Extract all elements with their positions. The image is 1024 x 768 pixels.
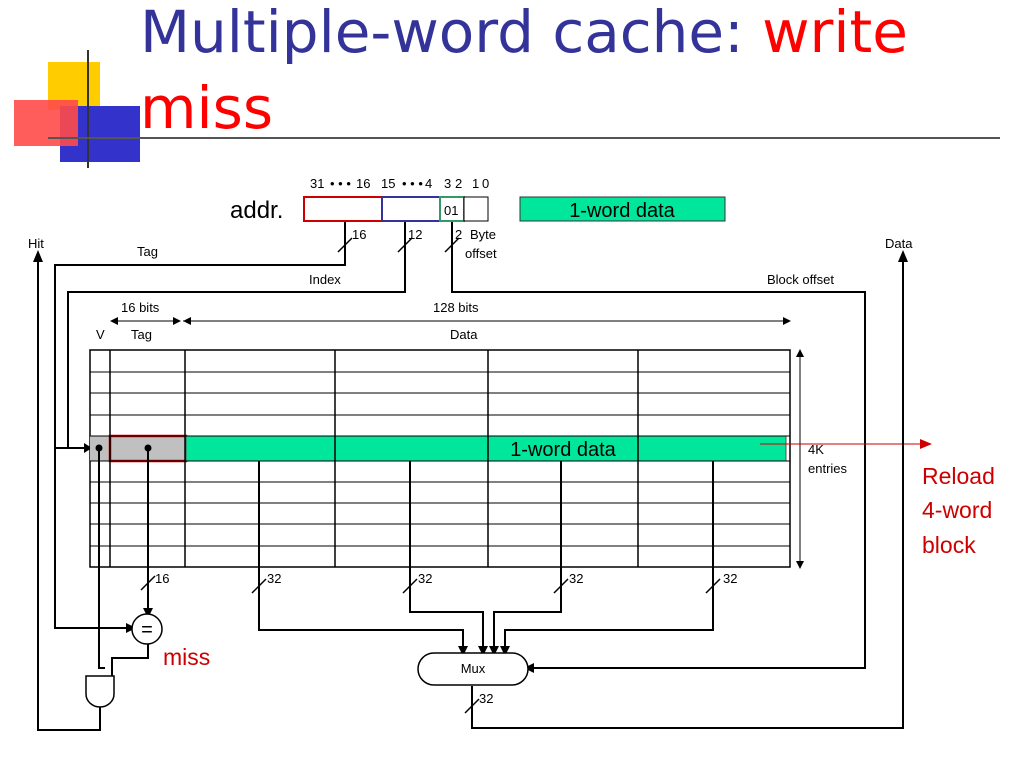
byte-offset-field	[463, 196, 489, 222]
tag-header: Tag	[131, 327, 152, 342]
bit-3: 3	[444, 176, 451, 191]
entries-count: 4K	[808, 442, 824, 457]
entries-label: entries	[808, 461, 848, 476]
bit-15: 15	[381, 176, 395, 191]
word3-bus-width: 32	[723, 571, 737, 586]
word0-bus-width: 32	[267, 571, 281, 586]
word2-bus-width: 32	[569, 571, 583, 586]
index-field	[381, 196, 441, 222]
valid-header: V	[96, 327, 105, 342]
miss-label: miss	[163, 644, 210, 670]
selected-row-data-label: 1-word data	[510, 439, 616, 461]
bit-31: 31	[310, 176, 324, 191]
bit-1: 1	[472, 176, 479, 191]
byte-offset-label-2: offset	[465, 246, 497, 261]
title-miss: miss	[140, 74, 274, 142]
tag-width-label: 16	[352, 227, 366, 242]
mux	[417, 652, 529, 686]
block-offset-value: 01	[444, 203, 458, 218]
bus-slashes-top	[337, 237, 460, 253]
byte-offset-label-1: Byte	[470, 227, 496, 242]
mux-label: Mux	[461, 661, 486, 676]
block-offset-signal-label: Block offset	[767, 272, 834, 287]
data-header: Data	[450, 327, 478, 342]
address-label: addr.	[230, 197, 283, 224]
hit-label: Hit	[28, 236, 44, 251]
tag-signal-label: Tag	[137, 244, 158, 259]
mux-out-width: 32	[479, 691, 493, 706]
and-gate	[85, 675, 115, 708]
bus-slashes-bottom	[140, 575, 721, 714]
reload-line-1: Reload	[922, 463, 995, 489]
bit-16: 16	[356, 176, 370, 191]
tag-bus-width: 16	[155, 571, 169, 586]
comparator-symbol: =	[141, 619, 153, 641]
data-width-annotation: 128 bits	[433, 300, 479, 315]
comparator	[131, 613, 163, 645]
word1-bus-width: 32	[418, 571, 432, 586]
slide-title: Multiple-word cache: write miss	[140, 0, 908, 146]
title-main: Multiple-word cache:	[140, 0, 744, 66]
bit-0: 0	[482, 176, 489, 191]
bit-4: 4	[425, 176, 432, 191]
title-write: write	[762, 0, 908, 66]
data-signal-label: Data	[885, 236, 913, 251]
tag-field	[303, 196, 383, 222]
svg-text:• • •: • • •	[330, 176, 351, 191]
svg-text:• • •: • • •	[402, 176, 423, 191]
index-arrow	[84, 443, 92, 453]
reload-line-2: 4-word	[922, 497, 992, 523]
address-wires	[54, 222, 866, 669]
address-bits-labels: 31 • • • 16 15 • • • 4 3 2 1 0	[310, 176, 489, 191]
byte-width-label: 2	[455, 227, 462, 242]
write-data-box	[519, 196, 726, 222]
decorative-logo	[14, 50, 1000, 168]
cache-table	[89, 349, 791, 568]
tag-width-annotation: 16 bits	[121, 300, 160, 315]
reload-line-3: block	[922, 532, 976, 558]
bit-2: 2	[455, 176, 462, 191]
write-data-label: 1-word data	[569, 200, 675, 222]
selected-data-row	[185, 435, 787, 462]
index-signal-label: Index	[309, 272, 341, 287]
